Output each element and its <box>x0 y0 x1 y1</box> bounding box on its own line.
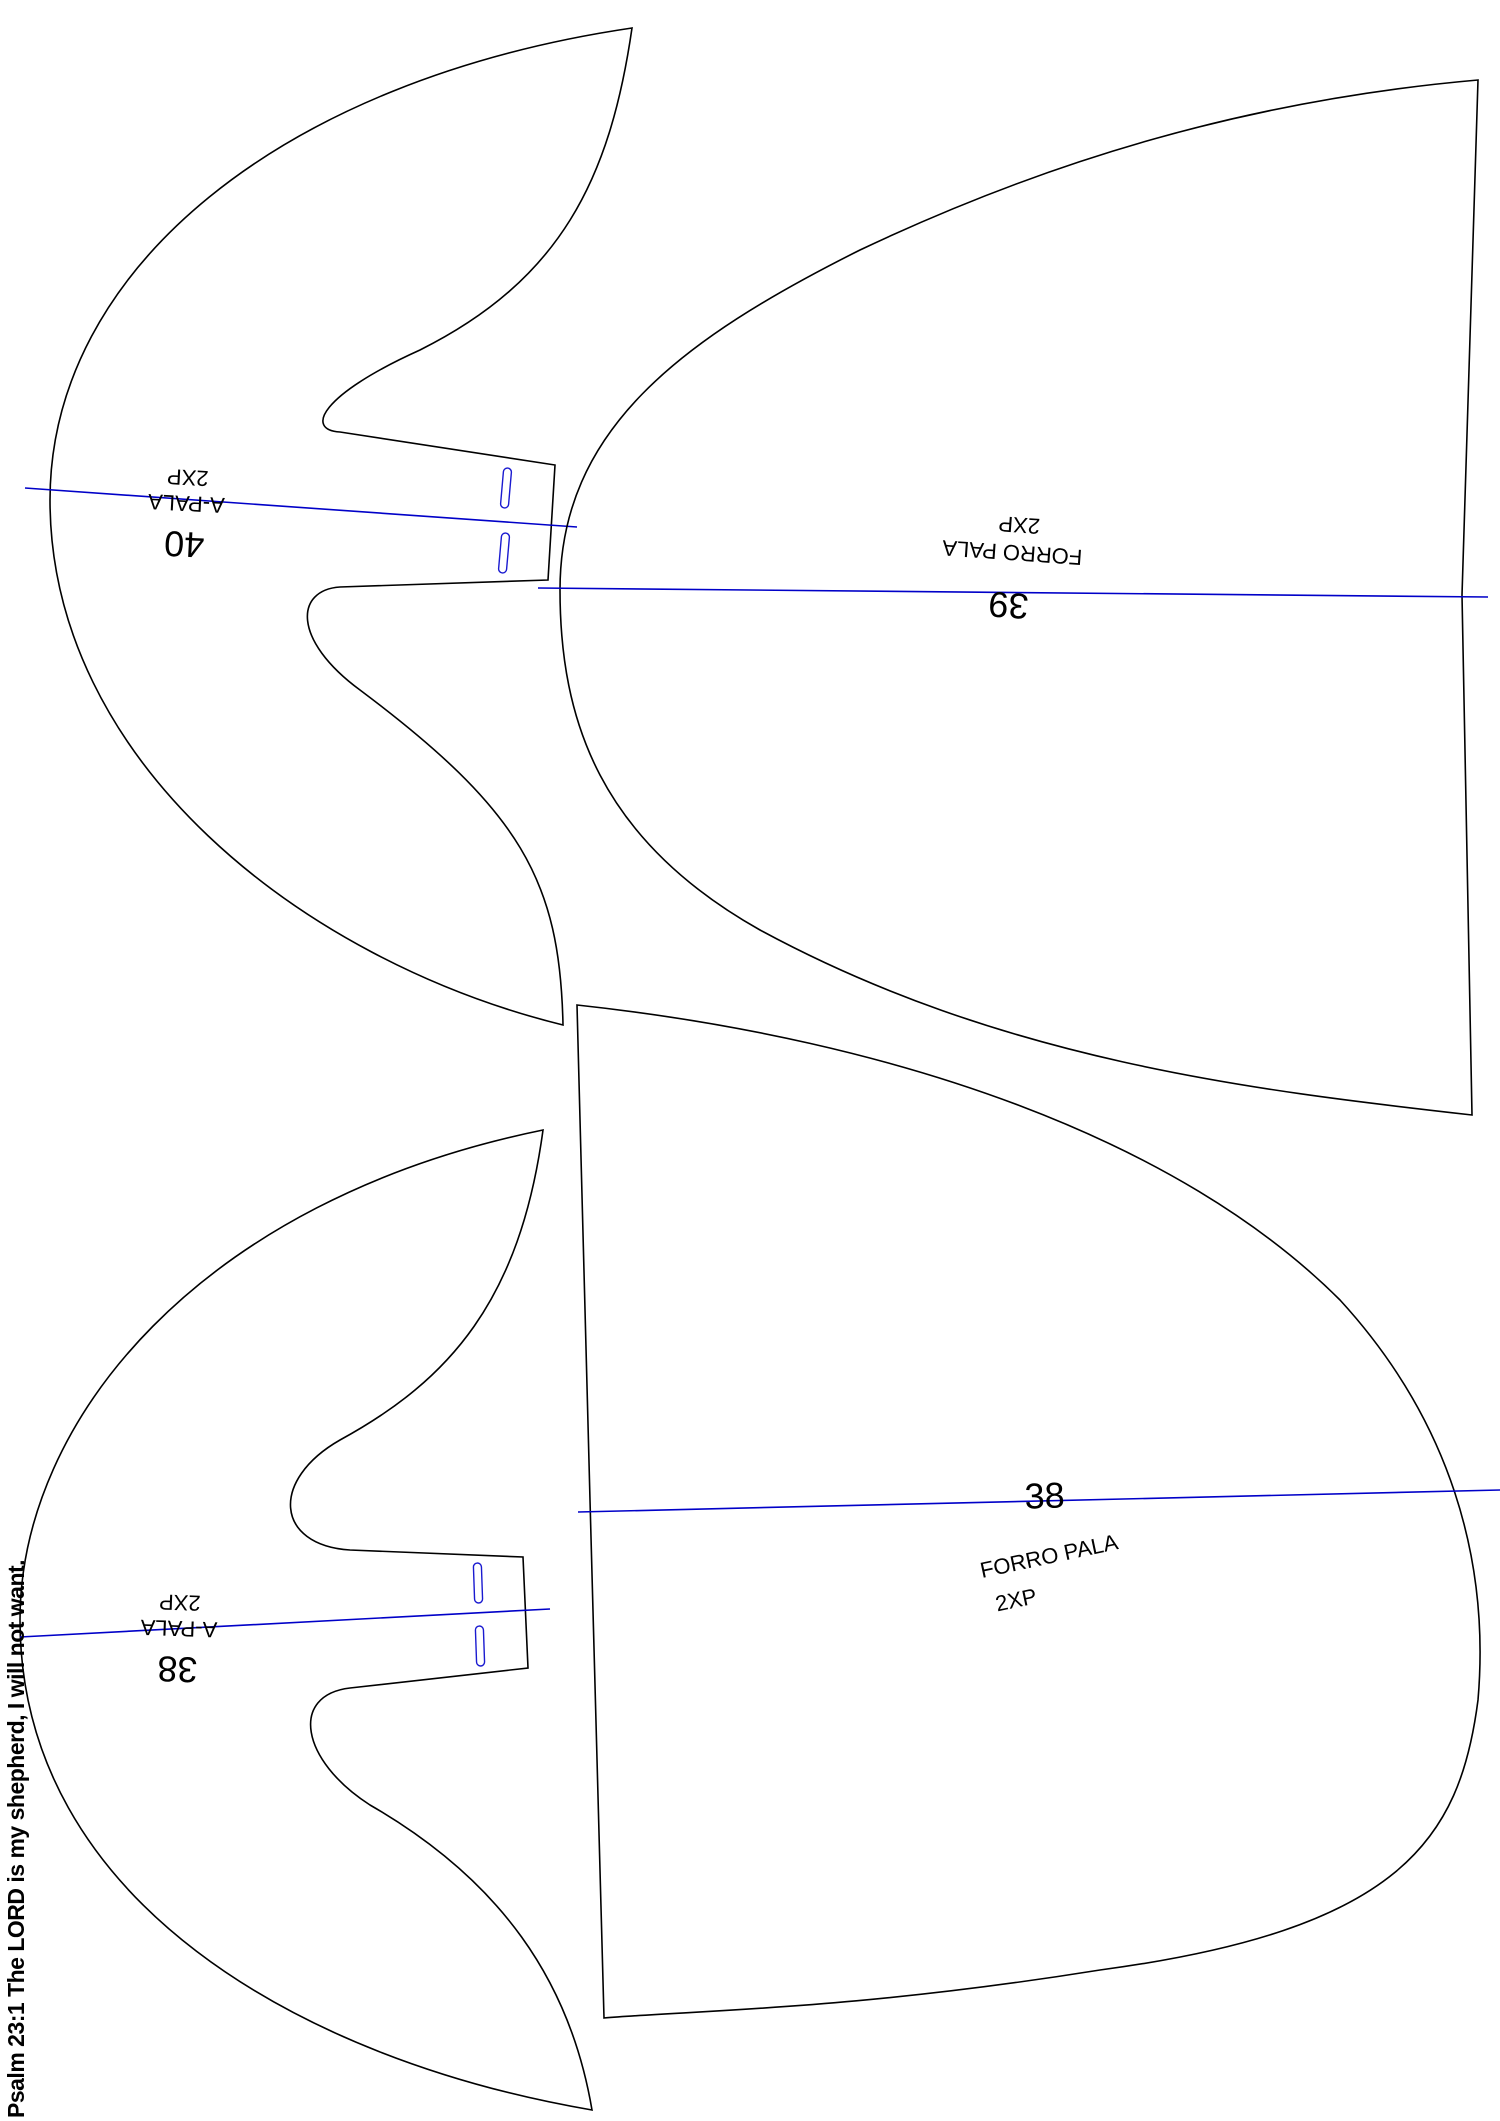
piece-forro-38: 38 FORRO PALA 2XP <box>576 1004 1500 2019</box>
piece-forro-38-guide-line <box>577 1489 1500 1513</box>
piece-forro-38-name: FORRO PALA <box>978 1529 1121 1583</box>
piece-apala-40-name: A-PALA <box>147 489 225 518</box>
piece-apala-38-qty: 2XP <box>159 1589 201 1615</box>
piece-apala-40-qty: 2XP <box>166 464 209 491</box>
piece-apala-40-slot-lower <box>497 532 511 574</box>
piece-apala-40-slot-upper <box>499 467 513 509</box>
piece-apala-38-outline <box>19 1128 593 2111</box>
piece-apala-40: 40 A-PALA 2XP <box>24 27 633 1027</box>
piece-forro-38-outline <box>576 1004 1481 2019</box>
piece-apala-38-slot-upper <box>472 1562 484 1604</box>
piece-apala-38-guide-line <box>19 1608 551 1638</box>
piece-apala-40-size: 40 <box>163 523 205 566</box>
piece-forro-39-guide-line <box>537 587 1489 598</box>
piece-apala-38-slot-lower <box>474 1625 486 1667</box>
verse-text: Psalm 23:1 The LORD is my shepherd, I wi… <box>3 1560 29 2118</box>
piece-apala-38: 38 A-PALA 2XP <box>19 1128 593 2111</box>
piece-apala-40-outline <box>49 27 633 1027</box>
piece-forro-39: 39 FORRO PALA 2XP <box>537 79 1489 1116</box>
piece-apala-40-guide-line <box>24 487 578 528</box>
piece-forro-39-qty: 2XP <box>998 511 1041 539</box>
piece-forro-38-qty: 2XP <box>993 1583 1039 1616</box>
piece-apala-38-name: A-PALA <box>140 1615 218 1643</box>
piece-forro-38-size: 38 <box>1024 1474 1065 1516</box>
piece-forro-39-outline <box>559 79 1479 1116</box>
piece-forro-39-name: FORRO PALA <box>941 535 1083 570</box>
piece-forro-39-size: 39 <box>987 584 1030 628</box>
piece-apala-38-size: 38 <box>157 1648 198 1690</box>
